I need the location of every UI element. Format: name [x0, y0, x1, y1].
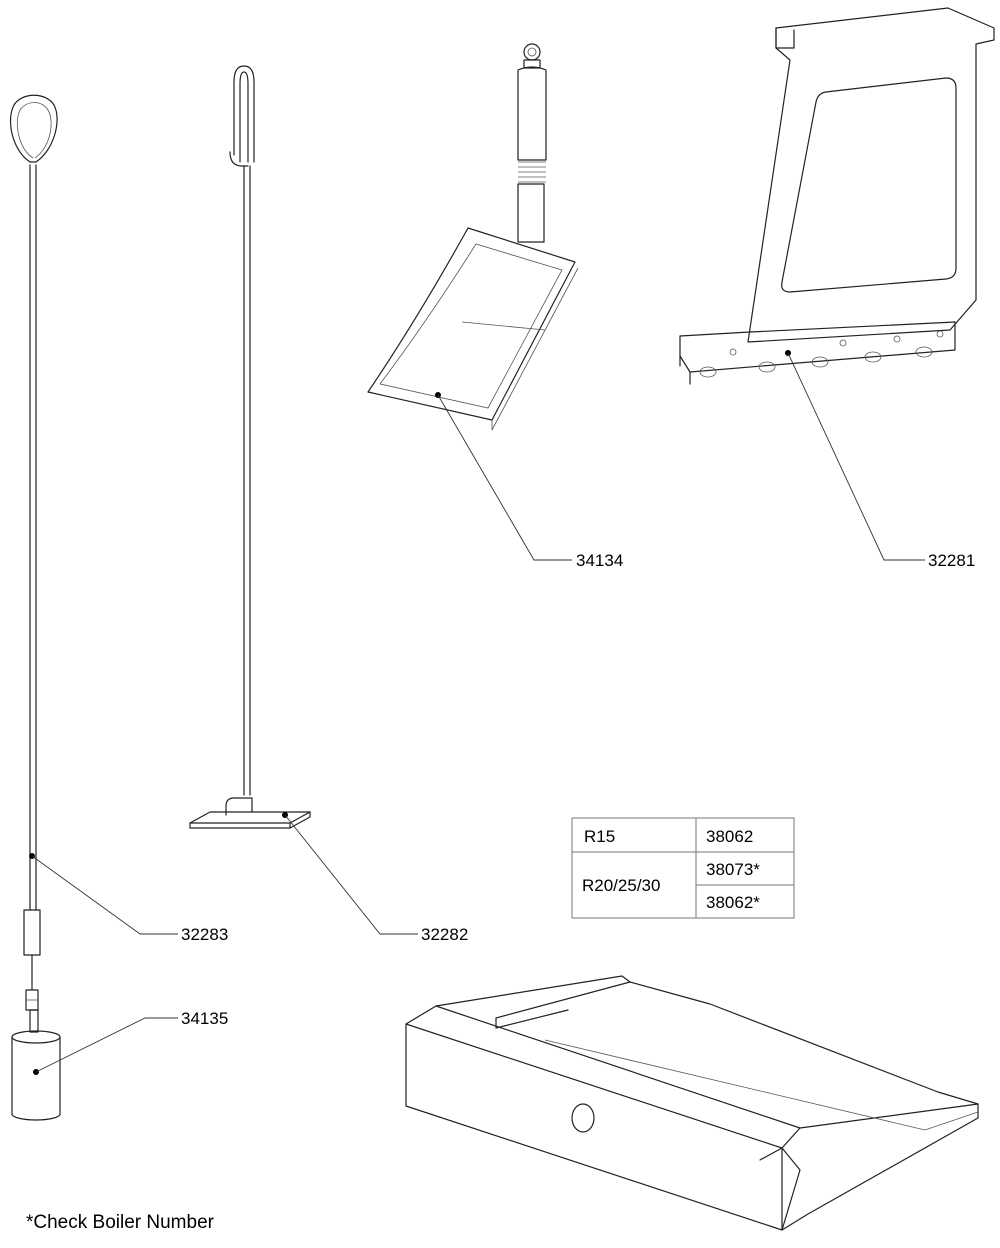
label-weight: 34135 [181, 1009, 228, 1028]
leader-lines [29, 350, 925, 1075]
table-model-r20: R20/25/30 [582, 876, 660, 895]
table-part-r15: 38062 [706, 827, 753, 846]
label-shovel: 34134 [576, 551, 623, 570]
label-poker: 32283 [181, 925, 228, 944]
scraper-drawing [189, 65, 311, 829]
table-part-r20-b: 38062* [706, 893, 760, 912]
model-part-table: R15 38062 R20/25/30 38073* 38062* [571, 817, 795, 919]
bracket-drawing [679, 7, 995, 385]
shovel-drawing [367, 43, 579, 431]
label-bracket: 32281 [928, 551, 975, 570]
footnote: *Check Boiler Number [26, 1212, 214, 1233]
table-part-r20-a: 38073* [706, 860, 760, 879]
poker-rod-drawing [9, 94, 58, 1033]
label-scraper: 32282 [421, 925, 468, 944]
ash-pan-drawing [405, 975, 979, 1231]
weight-drawing [11, 1030, 61, 1121]
table-model-r15: R15 [584, 827, 615, 846]
